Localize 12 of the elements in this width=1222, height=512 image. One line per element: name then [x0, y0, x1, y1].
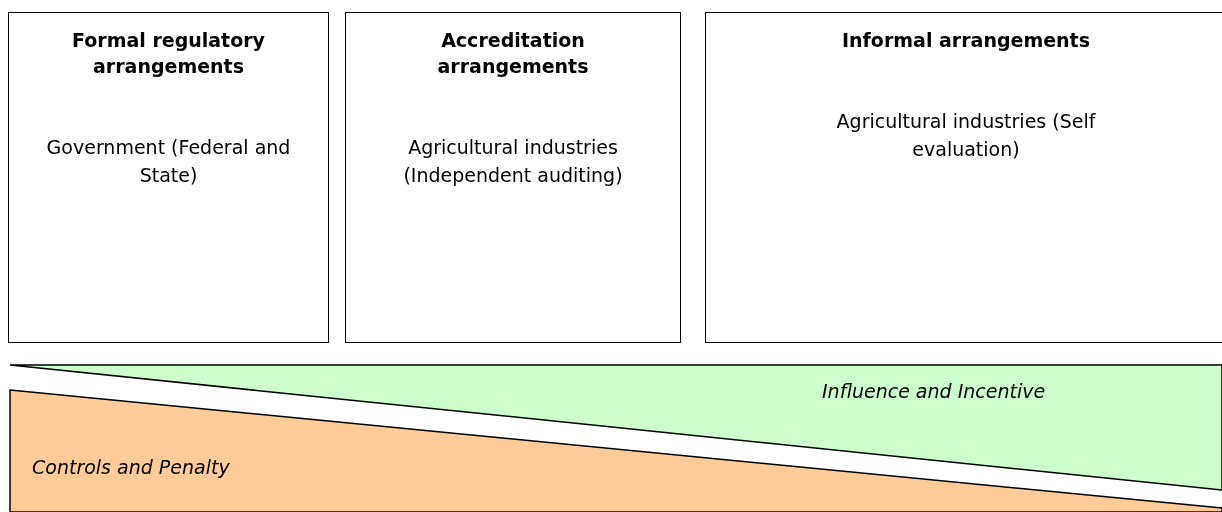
- box-heading: Accreditation arrangements: [436, 28, 590, 79]
- category-box: [705, 12, 1222, 343]
- wedge-shape: [9, 364, 1222, 491]
- wedge-label: Controls and Penalty: [32, 455, 230, 480]
- box-body: Government (Federal and State): [45, 135, 292, 188]
- box-heading: Formal regulatory arrangements: [71, 28, 266, 79]
- category-box: [8, 12, 329, 343]
- box-body: Agricultural industries (Independent auditing): [402, 135, 624, 188]
- box-body: Agricultural industries (Self evaluation): [835, 109, 1097, 162]
- category-box: [345, 12, 681, 343]
- wedge-label: Influence and Incentive: [822, 379, 1046, 404]
- box-heading: Informal arrangements: [842, 28, 1090, 53]
